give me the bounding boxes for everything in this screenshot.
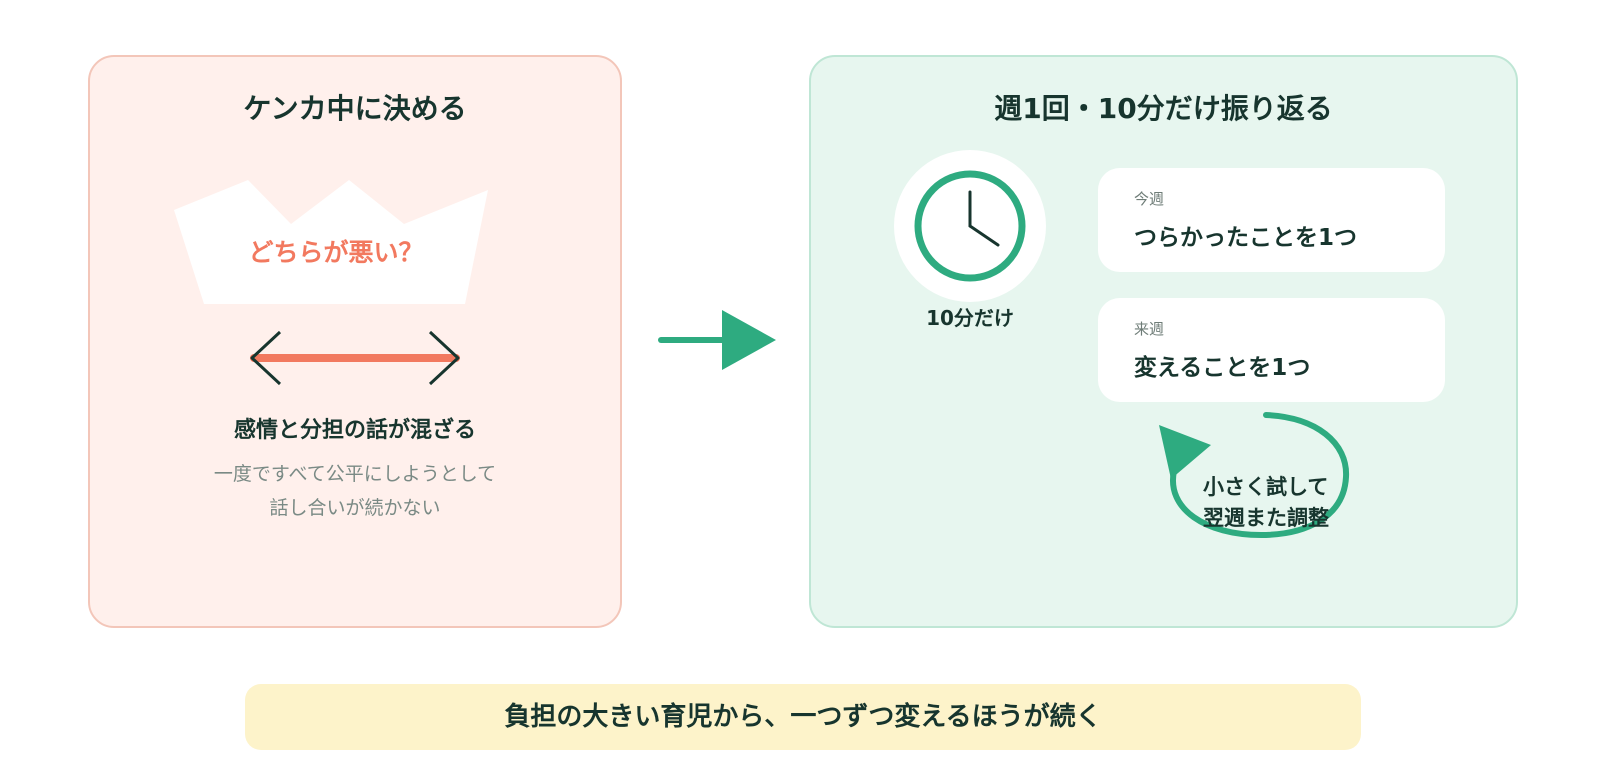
- cycle-arrow-icon: [1159, 412, 1350, 539]
- cycle-line: 小さく試して: [1203, 475, 1329, 499]
- this-week-card: 今週 つらかったことを1つ: [1098, 168, 1445, 272]
- iteration-note: 小さく試して 翌週また調整: [1203, 472, 1329, 534]
- time-limit-label: 10分だけ: [926, 306, 1014, 330]
- two-way-arrow-icon: [250, 330, 460, 386]
- next-week-card: 来週 変えることを1つ: [1098, 298, 1445, 402]
- card-tag: 今週: [1134, 190, 1165, 208]
- problem-panel: ケンカ中に決める どちらが悪い？ 感情と分担の話が混ざる 一度ですべて公平にしよ…: [88, 55, 622, 628]
- card-text: つらかったことを1つ: [1134, 225, 1358, 251]
- mixed-topics-heading: 感情と分担の話が混ざる: [233, 418, 476, 443]
- description-line: 話し合いが続かない: [269, 497, 441, 519]
- takeaway-banner: 負担の大きい育児から、一つずつ変えるほうが続く: [245, 684, 1361, 750]
- broken-speech-bubble-icon: [174, 180, 488, 304]
- mixed-topics-description: 一度ですべて公平にしようとして 話し合いが続かない: [90, 457, 620, 525]
- card-tag: 来週: [1134, 320, 1165, 338]
- clock-icon: [914, 170, 1026, 282]
- blame-question: どちらが悪い？: [248, 238, 424, 267]
- solution-panel: 週1回・10分だけ振り返る 10分だけ 今週 つらかったことを1つ 来週 変える…: [809, 55, 1518, 628]
- problem-title: ケンカ中に決める: [243, 92, 467, 125]
- solution-title: 週1回・10分だけ振り返る: [994, 92, 1333, 125]
- card-text: 変えることを1つ: [1134, 355, 1311, 381]
- cycle-line: 翌週また調整: [1203, 506, 1329, 530]
- right-arrow-icon: [658, 310, 776, 370]
- description-line: 一度ですべて公平にしようとして: [213, 463, 497, 485]
- clock-badge: [894, 150, 1046, 302]
